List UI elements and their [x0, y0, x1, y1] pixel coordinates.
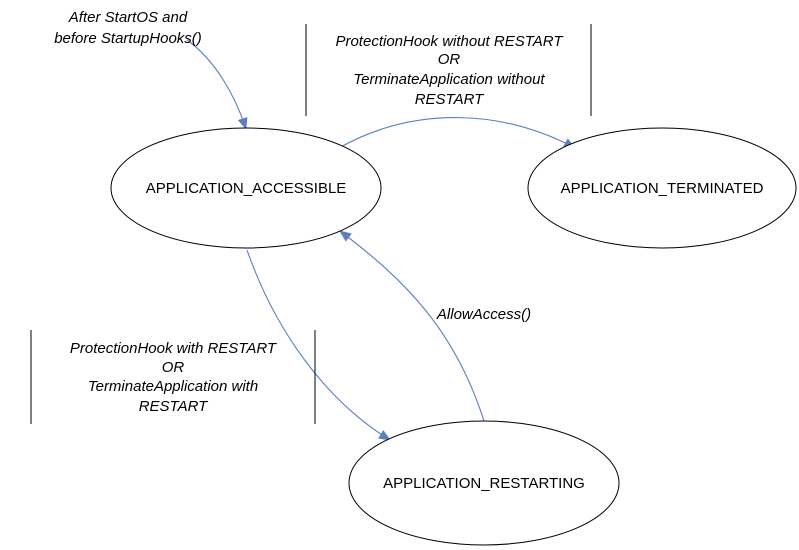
restart-transition-note: ProtectionHook with RESTART OR Terminate…: [30, 330, 316, 424]
terminate-note-line-3: TerminateApplication without: [353, 71, 545, 88]
terminate-transition-arrow: [338, 117, 576, 149]
allow-access-transition-arrow: [339, 230, 485, 422]
state-restarting-label: APPLICATION_RESTARTING: [383, 475, 585, 492]
allow-access-transition-note: AllowAccess(): [436, 306, 531, 323]
restart-note-line-3: TerminateApplication with: [88, 378, 258, 395]
state-terminated-ellipse: [527, 127, 797, 249]
state-restarting-ellipse: [348, 420, 620, 546]
state-terminated-label: APPLICATION_TERMINATED: [561, 180, 764, 197]
state-application-restarting: APPLICATION_RESTARTING: [348, 420, 620, 546]
restart-transition-arrow: [246, 249, 391, 441]
initial-note-line-1: After StartOS and: [68, 9, 188, 26]
terminate-note-line-2: OR: [438, 51, 461, 68]
restart-note-line-2: OR: [162, 359, 185, 376]
state-accessible-label: APPLICATION_ACCESSIBLE: [146, 180, 347, 197]
state-accessible-ellipse: [110, 127, 382, 249]
terminate-transition-note: ProtectionHook without RESTART OR Termin…: [305, 24, 592, 116]
initial-transition-note: After StartOS and before StartupHooks(): [54, 9, 202, 47]
allow-access-note-line-1: AllowAccess(): [436, 306, 531, 323]
restart-note-line-4: RESTART: [139, 398, 209, 415]
terminate-note-line-1: ProtectionHook without RESTART: [335, 33, 564, 50]
restart-note-line-1: ProtectionHook with RESTART: [70, 340, 278, 357]
terminate-note-line-4: RESTART: [415, 91, 485, 108]
initial-transition-arrow: [186, 39, 248, 130]
state-application-accessible: APPLICATION_ACCESSIBLE: [110, 127, 382, 249]
initial-note-line-2: before StartupHooks(): [54, 30, 202, 47]
state-application-terminated: APPLICATION_TERMINATED: [527, 127, 797, 249]
